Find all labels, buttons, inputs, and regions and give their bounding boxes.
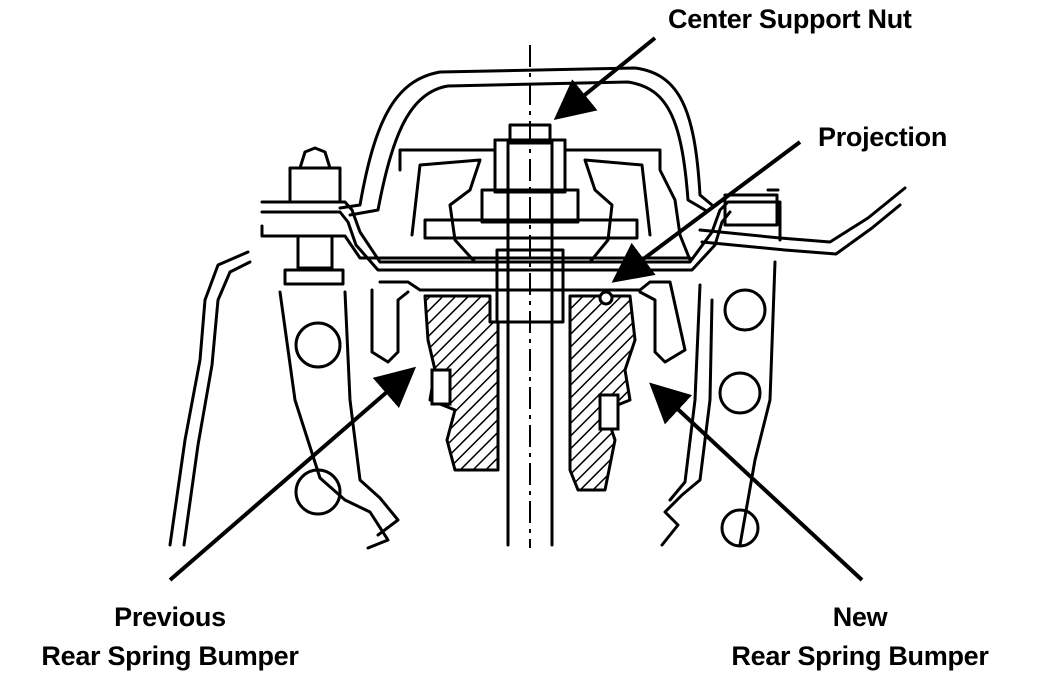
tower-wall-left <box>278 290 390 550</box>
previous-bumper-arrow <box>168 366 417 582</box>
tower-hole <box>723 288 767 332</box>
previous-bumper-label-line1: Previous <box>114 602 226 632</box>
tower-wall-right-inner <box>660 298 714 547</box>
previous-bumper-label-line2: Rear Spring Bumper <box>41 641 299 672</box>
upper-plate-flange-2 <box>260 210 732 272</box>
tower-wall-right-2 <box>668 283 702 502</box>
tower-hole <box>294 321 342 369</box>
body-panel-right <box>698 186 907 244</box>
insulator-inner <box>410 158 482 264</box>
body-panel-left-2 <box>182 260 252 547</box>
center-support-nut-arrow <box>553 36 657 121</box>
spring-seat <box>378 280 687 364</box>
right-bolt-head <box>723 193 779 227</box>
body-panel-left <box>168 250 250 547</box>
spring-seat-left <box>370 288 410 364</box>
tower-hole <box>720 508 760 548</box>
dome-cap-inner <box>348 80 707 217</box>
new-rear-spring-bumper <box>568 294 637 492</box>
center-support-nut-label: Center Support Nut <box>668 4 912 34</box>
left-bolt-nut <box>288 166 342 204</box>
new-bumper-label: New Rear Spring Bumper <box>690 598 1030 676</box>
new-bumper-label-line2: Rear Spring Bumper <box>731 641 989 672</box>
tower-hole <box>718 371 762 415</box>
projection-label: Projection <box>818 122 948 152</box>
previous-bumper-label: Previous Rear Spring Bumper <box>0 598 340 676</box>
bumper-cavity <box>430 368 452 406</box>
new-bumper-arrow <box>649 382 864 582</box>
tower-wall-right <box>738 260 777 547</box>
previous-rear-spring-bumper <box>423 294 500 472</box>
bumper-cavity <box>598 393 620 431</box>
insulator-inner-right <box>583 158 652 264</box>
projection-nub <box>598 290 614 306</box>
tower-wall-left-inner <box>343 290 400 537</box>
dome-cap-outer <box>338 66 714 210</box>
left-bolt-washer <box>283 268 345 286</box>
upper-plate-flange-3 <box>260 224 692 260</box>
projection-arrow <box>611 140 802 283</box>
left-bolt-tip <box>298 146 332 170</box>
body-panel-right-2 <box>700 203 902 256</box>
tower-hole <box>294 468 342 516</box>
left-bolt-shank <box>296 234 334 270</box>
upper-plate-flange <box>260 200 782 264</box>
new-bumper-label-line1: New <box>832 602 888 632</box>
